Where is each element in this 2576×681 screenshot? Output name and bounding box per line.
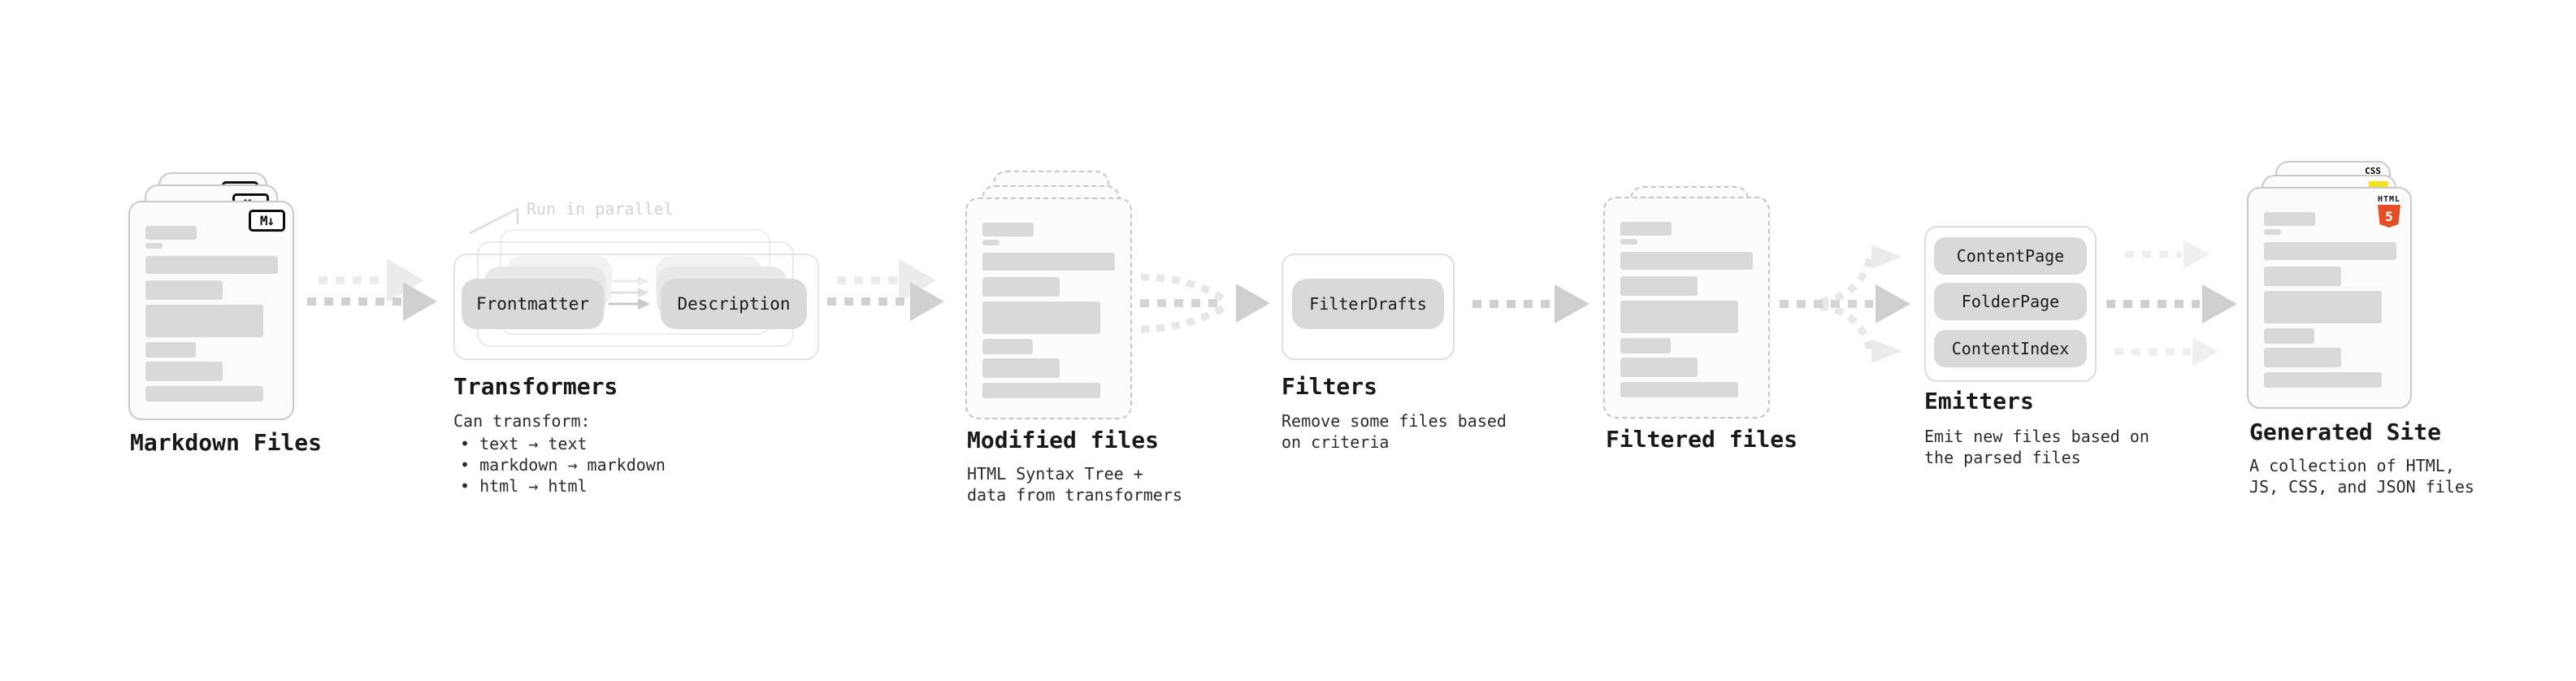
text-line-placeholder xyxy=(145,256,278,274)
arrow-filtered-to-emitters-split xyxy=(1780,245,1910,363)
text-line-placeholder xyxy=(1620,338,1671,354)
stage-title-generated-site: Generated Site xyxy=(2249,419,2442,445)
text-line-placeholder xyxy=(145,342,196,358)
transformer-step-frontmatter: Frontmatter xyxy=(462,279,604,329)
html5-icon-number: 5 xyxy=(2385,209,2393,224)
stage-description: A collection of HTML, JS, CSS, and JSON … xyxy=(2249,456,2474,497)
text-line-placeholder xyxy=(145,226,197,240)
transform-bullet: • html → html xyxy=(460,476,588,496)
stage-title-transformers: Transformers xyxy=(453,373,618,400)
file-card: HTML 5 xyxy=(2247,187,2412,409)
text-line-placeholder xyxy=(2264,212,2315,226)
text-line-placeholder xyxy=(2264,229,2281,235)
stage-title-filters: Filters xyxy=(1281,373,1378,400)
text-line-placeholder xyxy=(982,223,1034,236)
arrow-transformers-to-modified xyxy=(827,258,944,321)
text-line-placeholder xyxy=(2264,267,2341,286)
text-line-placeholder xyxy=(982,253,1115,271)
text-line-placeholder xyxy=(2264,372,2382,388)
text-line-placeholder xyxy=(2264,291,2382,323)
run-in-parallel-annotation: Run in parallel xyxy=(527,199,674,219)
transform-bullet: • markdown → markdown xyxy=(460,455,666,475)
filter-filterdrafts: FilterDrafts xyxy=(1292,279,1444,329)
text-line-placeholder xyxy=(1620,239,1637,245)
stage-title-emitters: Emitters xyxy=(1924,388,2034,414)
file-card: M↓ xyxy=(128,201,294,420)
emitter-contentpage: ContentPage xyxy=(1934,237,2087,275)
text-line-placeholder xyxy=(2264,348,2341,367)
text-line-placeholder xyxy=(1620,222,1672,236)
text-line-placeholder xyxy=(1620,382,1738,397)
text-line-placeholder xyxy=(1620,252,1753,270)
text-line-placeholder xyxy=(982,277,1060,297)
stage-description: Remove some files based on criteria xyxy=(1281,411,1507,452)
html5-shield: 5 xyxy=(2378,205,2400,228)
text-line-placeholder xyxy=(145,386,263,401)
arrow-filters-to-filtered xyxy=(1472,284,1589,323)
text-line-placeholder xyxy=(145,362,223,381)
stage-description: Can transform: xyxy=(453,411,591,431)
stage-description: Emit new files based on the parsed files xyxy=(1924,427,2149,467)
stage-description: HTML Syntax Tree + data from transformer… xyxy=(967,464,1182,505)
arrow-modified-to-filters-merge xyxy=(1140,273,1270,333)
transformer-layer-frame xyxy=(453,254,819,360)
text-line-placeholder xyxy=(982,301,1100,334)
stage-title-filtered-files: Filtered files xyxy=(1606,426,1798,453)
text-line-placeholder xyxy=(982,240,1000,245)
text-line-placeholder xyxy=(145,243,163,249)
text-line-placeholder xyxy=(1620,301,1738,333)
transform-bullet: • text → text xyxy=(460,434,588,453)
text-line-placeholder xyxy=(145,280,223,300)
markdown-icon: M↓ xyxy=(249,210,285,232)
stage-title-modified-files: Modified files xyxy=(967,427,1160,453)
transformer-step-description: Description xyxy=(661,279,807,329)
text-line-placeholder xyxy=(145,305,263,337)
file-card xyxy=(1603,197,1770,419)
file-card xyxy=(965,197,1132,419)
arrow-emitters-to-generated xyxy=(2106,240,2237,367)
html5-icon-label: HTML xyxy=(2377,195,2401,204)
arrow-markdown-to-transformers xyxy=(307,258,437,321)
text-line-placeholder xyxy=(2264,242,2396,260)
stage-title-markdown-files: Markdown Files xyxy=(130,429,323,456)
text-line-placeholder xyxy=(2264,328,2314,344)
emitter-folderpage: FolderPage xyxy=(1934,283,2087,320)
text-line-placeholder xyxy=(1620,276,1698,296)
text-line-placeholder xyxy=(1620,358,1698,377)
text-line-placeholder xyxy=(982,383,1100,398)
html5-icon: HTML 5 xyxy=(2376,195,2402,231)
text-line-placeholder xyxy=(982,339,1033,354)
emitter-contentindex: ContentIndex xyxy=(1934,330,2087,367)
text-line-placeholder xyxy=(982,358,1060,378)
